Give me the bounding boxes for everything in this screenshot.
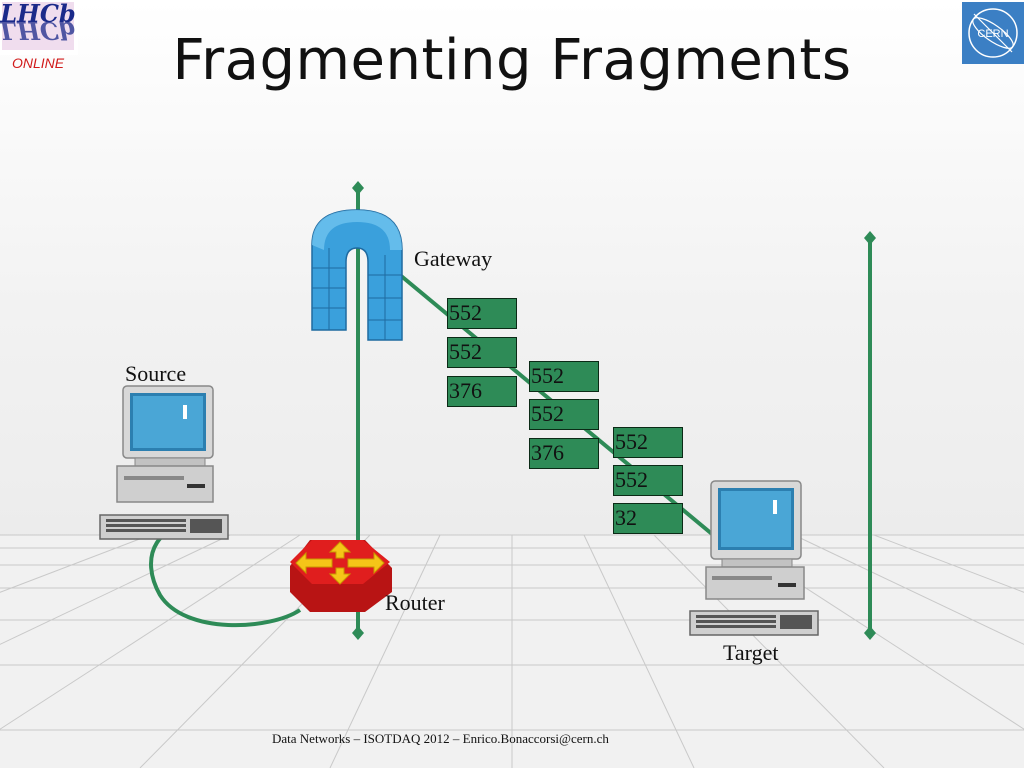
- gateway-label: Gateway: [414, 246, 493, 271]
- fragment-box: 552: [613, 465, 683, 496]
- source-label: Source: [125, 361, 187, 386]
- lhcb-online-logo: LHCb LHCb ONLINE: [0, 0, 78, 71]
- target-computer-icon: [689, 480, 819, 636]
- fragment-box: 376: [447, 376, 517, 407]
- target-label: Target: [723, 640, 779, 665]
- router-label: Router: [385, 590, 445, 615]
- fragment-box: 376: [529, 438, 599, 469]
- fragment-box: 552: [447, 298, 517, 329]
- source-computer-icon: [99, 385, 229, 540]
- online-logo-text: ONLINE: [12, 55, 65, 71]
- fragment-box: 552: [447, 337, 517, 368]
- cern-logo-text: CERN: [977, 28, 1008, 40]
- footer-text: Data Networks – ISOTDAQ 2012 – Enrico.Bo…: [272, 731, 609, 746]
- cern-logo: CERN: [962, 2, 1024, 64]
- lhcb-logo-text: LHCb: [0, 0, 76, 28]
- fragment-box: 552: [613, 427, 683, 458]
- fragment-box: 32: [613, 503, 683, 534]
- fragment-box: 552: [529, 361, 599, 392]
- slide-title: Fragmenting Fragments: [172, 28, 852, 93]
- router-icon: [290, 540, 392, 612]
- fragment-box: 552: [529, 399, 599, 430]
- gateway-arch-icon: [311, 209, 403, 341]
- svg-text:LHCb: LHCb: [0, 16, 76, 45]
